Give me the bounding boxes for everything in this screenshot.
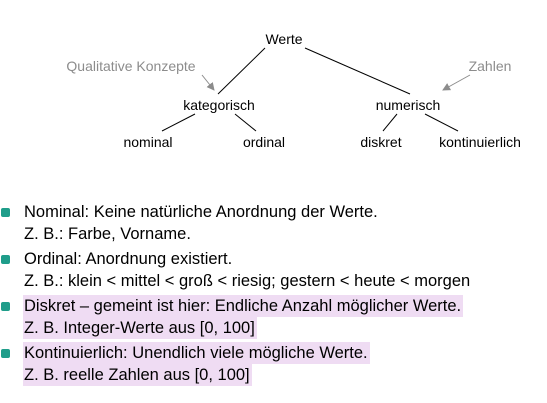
node-kontinuierlich: kontinuierlich (439, 134, 521, 150)
edge-numerisch-diskret (382, 113, 398, 132)
value-type-tree-diagram: Werte kategorisch numerisch nominal ordi… (66, 31, 521, 150)
bullet-example-line: Z. B. reelle Zahlen aus [0, 100] (23, 364, 547, 386)
annotation-zahlen: Zahlen (469, 58, 512, 74)
annotation-qualitative-konzepte: Qualitative Konzepte (66, 58, 195, 74)
bullet-ordinal: Ordinal: Anordnung existiert. Z. B.: kle… (0, 248, 547, 292)
annotation-arrow-zahlen (442, 74, 471, 91)
bullet-example-line: Z. B.: klein < mittel < groß < riesig; g… (24, 270, 547, 292)
bullet-example-line: Z. B. Integer-Werte aus [0, 100] (23, 317, 547, 339)
bullet-example-highlighted: Z. B. Integer-Werte aus [0, 100] (23, 317, 257, 339)
bullet-text-highlighted: Diskret – gemeint ist hier: Endliche Anz… (23, 295, 464, 317)
edge-numerisch-kontinuierlich (424, 113, 459, 132)
bullet-text-line: Nominal: Keine natürliche Anordnung der … (24, 201, 547, 223)
edge-root-numerisch (304, 47, 411, 95)
bullet-text: Ordinal: Anordnung existiert. (24, 250, 233, 268)
bullet-nominal: Nominal: Keine natürliche Anordnung der … (0, 201, 547, 245)
bullet-text-line: Kontinuierlich: Unendlich viele mögliche… (23, 342, 547, 364)
bullet-square-icon (1, 302, 10, 311)
bullet-text-line: Ordinal: Anordnung existiert. (24, 248, 547, 270)
bullet-diskret: Diskret – gemeint ist hier: Endliche Anz… (0, 295, 547, 339)
bullet-text-highlighted: Kontinuierlich: Unendlich viele mögliche… (23, 342, 370, 364)
bullet-text-line: Diskret – gemeint ist hier: Endliche Anz… (23, 295, 547, 317)
bullet-example-line: Z. B.: Farbe, Vorname. (24, 223, 547, 245)
node-kategorisch: kategorisch (183, 97, 255, 113)
node-diskret: diskret (360, 134, 401, 150)
bullet-kontinuierlich: Kontinuierlich: Unendlich viele mögliche… (0, 342, 547, 386)
bullet-square-icon (1, 208, 10, 217)
node-ordinal: ordinal (243, 134, 285, 150)
bullet-square-icon (1, 255, 10, 264)
bullet-square-icon (1, 349, 10, 358)
edge-kategorisch-nominal (161, 113, 196, 132)
definition-bullet-list: Nominal: Keine natürliche Anordnung der … (0, 201, 547, 389)
edge-root-kategorisch (217, 47, 266, 95)
node-nominal: nominal (123, 134, 172, 150)
annotation-arrow-qualitative (201, 74, 215, 91)
bullet-example: Z. B.: Farbe, Vorname. (24, 225, 191, 243)
node-numerisch: numerisch (376, 97, 441, 113)
node-werte: Werte (265, 31, 302, 47)
bullet-example: Z. B.: klein < mittel < groß < riesig; g… (24, 272, 471, 290)
edge-kategorisch-ordinal (234, 113, 257, 132)
bullet-text: Nominal: Keine natürliche Anordnung der … (24, 203, 378, 221)
bullet-example-highlighted: Z. B. reelle Zahlen aus [0, 100] (23, 364, 252, 386)
